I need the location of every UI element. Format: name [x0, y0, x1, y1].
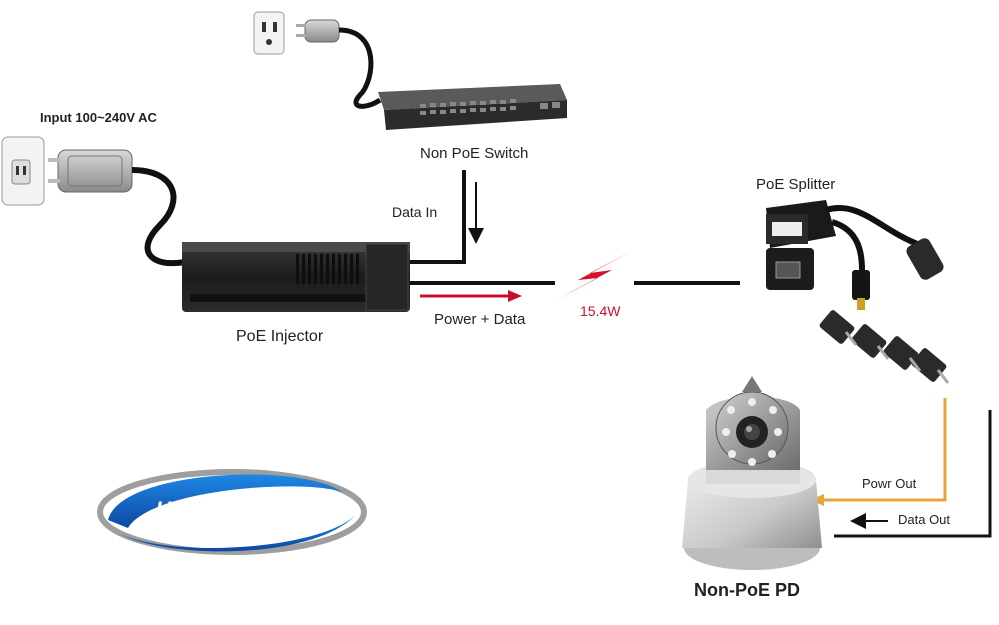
data-in-label: Data In: [392, 204, 438, 220]
pd-label: Non-PoE PD: [694, 580, 800, 600]
poe-splitter-icon: [766, 200, 944, 310]
dc-adapter-tip-icon: [819, 310, 950, 384]
wall-outlet-icon: [253, 11, 285, 55]
ip-camera-icon: [682, 376, 822, 570]
injector-label: PoE Injector: [236, 328, 324, 345]
input-ac-label: Input 100~240V AC: [40, 110, 157, 125]
splitter-label: PoE Splitter: [756, 176, 836, 193]
lightning-bolt-icon: [556, 251, 632, 300]
wall-outlet-icon: [1, 136, 45, 206]
data-out-label: Data Out: [898, 512, 951, 527]
power-data-label: Power + Data: [434, 311, 526, 328]
network-switch-icon: [378, 84, 567, 130]
power-plug-icon: [48, 149, 133, 193]
power-plug-icon: [296, 19, 340, 43]
logo-text: UTPFiber.Com: [156, 498, 307, 521]
poe-injector-icon: [182, 242, 410, 312]
powr-out-label: Powr Out: [862, 476, 917, 491]
switch-label: Non PoE Switch: [420, 145, 529, 162]
wattage-label: 15.4W: [580, 303, 621, 319]
utpfiber-logo: [97, 469, 367, 555]
